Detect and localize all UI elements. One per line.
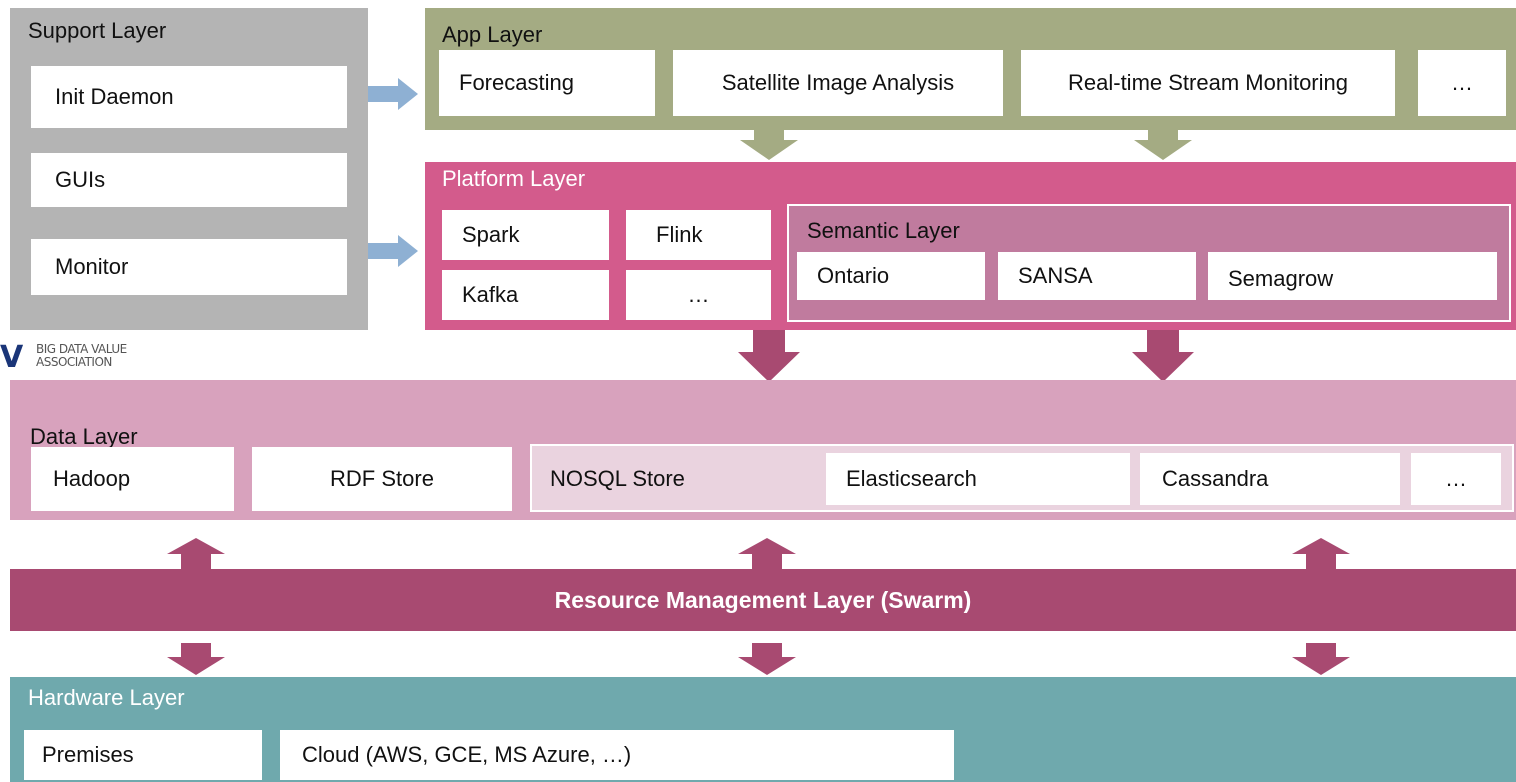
support-item-init-daemon: Init Daemon <box>31 66 347 128</box>
platform-to-data-arrow-left <box>738 330 800 382</box>
data-layer-title: Data Layer <box>30 424 138 449</box>
platform-item-kafka: Kafka <box>442 270 609 320</box>
data-item-hadoop: Hadoop <box>31 447 234 511</box>
app-item-forecasting: Forecasting <box>439 50 655 116</box>
support-item-monitor: Monitor <box>31 239 347 295</box>
platform-item-more: … <box>626 270 771 320</box>
support-to-platform-arrow <box>368 235 418 267</box>
platform-item-flink: Flink <box>626 210 771 260</box>
support-layer-title: Support Layer <box>28 18 167 43</box>
app-to-platform-arrow-right <box>1134 128 1192 160</box>
resource-to-data-arrow-1 <box>167 538 225 570</box>
hardware-item-premises: Premises <box>24 730 262 780</box>
support-item-guis: GUIs <box>31 153 347 207</box>
resource-to-hardware-arrow-1 <box>167 643 225 675</box>
platform-to-data-arrow-right <box>1132 330 1194 382</box>
bdva-logo-text-line1: BIG DATA VALUE <box>36 342 127 356</box>
semantic-layer-title: Semantic Layer <box>807 218 960 243</box>
support-to-app-arrow <box>368 78 418 110</box>
app-layer-title: App Layer <box>442 22 543 47</box>
app-item-more: … <box>1418 50 1506 116</box>
resource-management-layer: Resource Management Layer (Swarm) <box>10 569 1516 631</box>
platform-layer-title: Platform Layer <box>442 166 586 191</box>
app-to-platform-arrow-left <box>740 128 798 160</box>
nosql-store-title: NOSQL Store <box>550 466 685 491</box>
bdva-logo-mark: V <box>0 340 24 375</box>
hardware-item-cloud: Cloud (AWS, GCE, MS Azure, …) <box>280 730 954 780</box>
resource-management-layer-title: Resource Management Layer (Swarm) <box>554 586 972 613</box>
data-item-rdf-store: RDF Store <box>252 447 512 511</box>
semantic-item-semagrow: Semagrow <box>1208 252 1497 300</box>
resource-to-hardware-arrow-3 <box>1292 643 1350 675</box>
resource-to-data-arrow-2 <box>738 538 796 570</box>
resource-to-data-arrow-3 <box>1292 538 1350 570</box>
resource-to-hardware-arrow-2 <box>738 643 796 675</box>
app-item-satellite-image-analysis: Satellite Image Analysis <box>673 50 1003 116</box>
hardware-layer-title: Hardware Layer <box>28 685 185 710</box>
semantic-item-sansa: SANSA <box>998 252 1196 300</box>
bdva-logo-text-line2: ASSOCIATION <box>36 355 112 369</box>
bdva-logo: V BIG DATA VALUE ASSOCIATION <box>0 338 170 375</box>
semantic-item-ontario: Ontario <box>797 252 985 300</box>
nosql-item-cassandra: Cassandra <box>1140 453 1400 505</box>
nosql-item-more: … <box>1411 453 1501 505</box>
platform-item-spark: Spark <box>442 210 609 260</box>
app-item-realtime-stream-monitoring: Real-time Stream Monitoring <box>1021 50 1395 116</box>
nosql-item-elasticsearch: Elasticsearch <box>826 453 1130 505</box>
